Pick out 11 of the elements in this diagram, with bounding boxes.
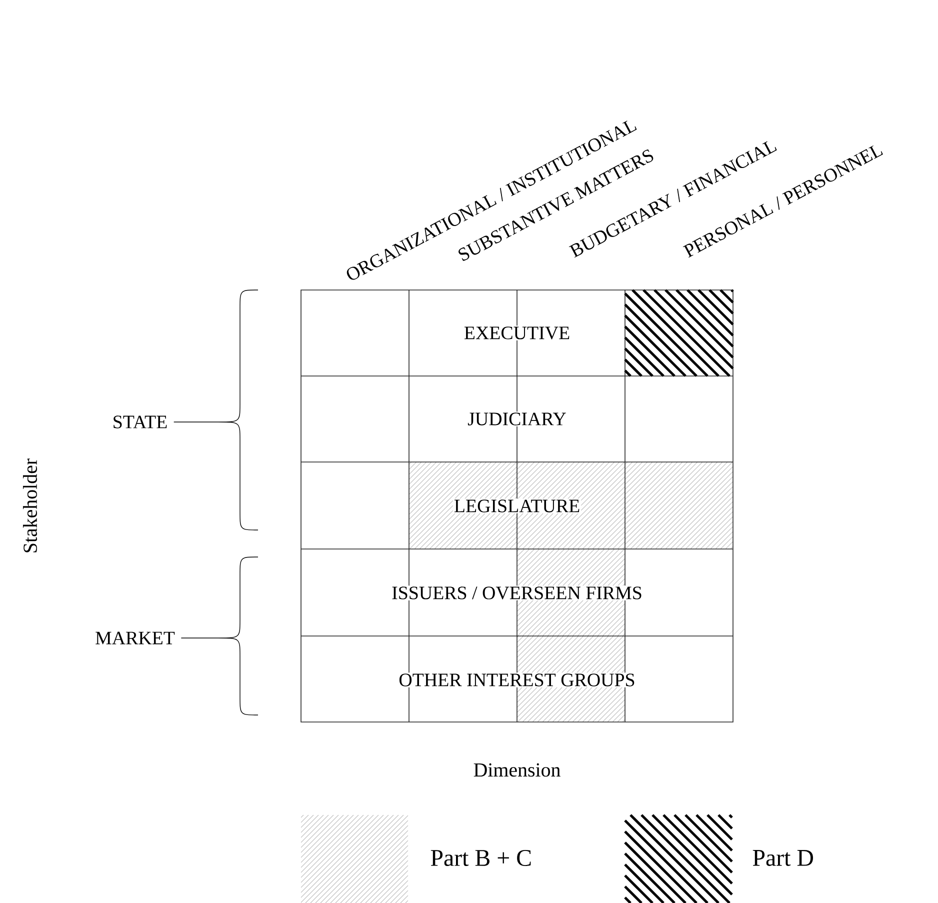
legend-text: Part D bbox=[752, 850, 813, 866]
row-label: OTHER INTEREST GROUPS bbox=[398, 672, 636, 688]
group-label: STATE bbox=[114, 416, 167, 428]
row-label: JUDICIARY bbox=[466, 412, 568, 426]
row-label: LEGISLATURE bbox=[452, 498, 582, 514]
legend-text: Part B + C bbox=[430, 850, 531, 866]
row-label: EXECUTIVE bbox=[462, 326, 572, 340]
group-label: MARKET bbox=[96, 632, 175, 644]
axis-title: Stakeholder bbox=[23, 458, 37, 552]
row-label: ISSUERS / OVERSEEN FIRMS bbox=[390, 586, 644, 600]
axis-title: Dimension bbox=[474, 763, 560, 777]
